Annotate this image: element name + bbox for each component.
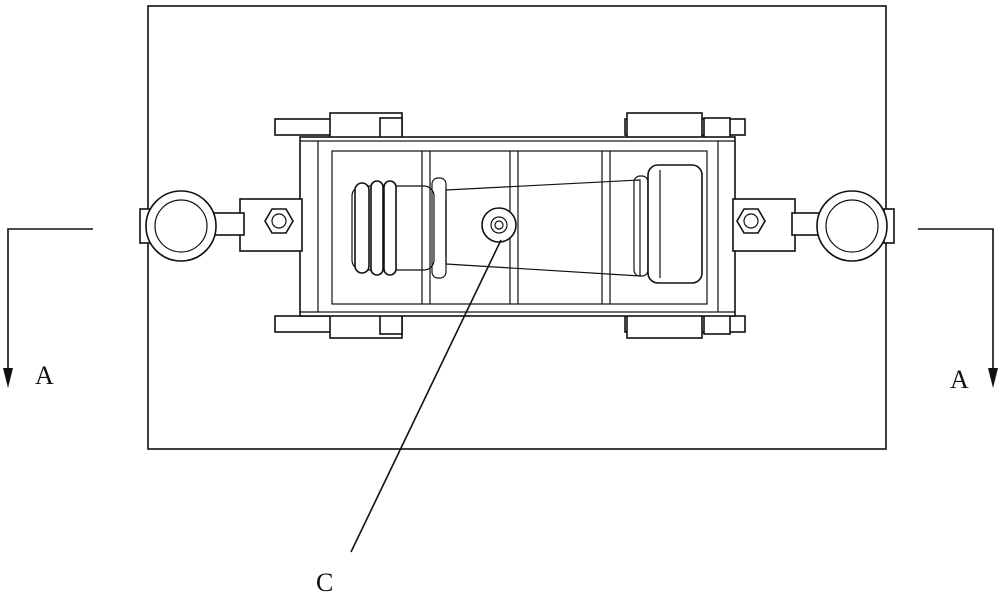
connector-left [212, 199, 302, 251]
detail-label: C [316, 568, 333, 597]
clamp-blocks-top [275, 113, 745, 139]
ring-right [817, 191, 894, 261]
center-port [482, 208, 516, 242]
section-label-left: A [35, 361, 54, 390]
section-label-right: A [950, 365, 969, 394]
ring-left [140, 191, 216, 261]
connector-right [733, 199, 822, 251]
